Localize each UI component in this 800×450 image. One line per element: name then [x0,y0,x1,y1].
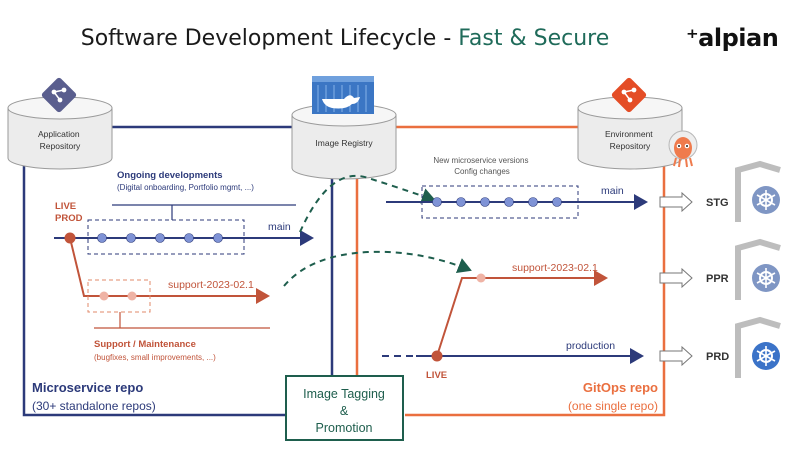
gitops-production-branch: production support-2023-02.1 LIVE [382,262,644,381]
new-versions-line1: New microservice versions [433,156,528,165]
live-prod-line2: PROD [55,213,83,224]
page-title: Software Development Lifecycle - Fast & … [0,26,690,51]
gitops-live-label: LIVE [426,370,447,381]
container-icon [312,76,374,114]
ms-support-label: support-2023-02.1 [168,279,254,291]
environment-repository: Environment Repository [577,77,698,170]
gitops-main-commit-1 [432,197,442,207]
deploy-arrow-stg [659,191,693,213]
gitops-main-commit-3 [480,197,490,207]
ongoing-developments: Ongoing developments (Digital onboarding… [87,170,296,255]
tagging-line3: Promotion [316,421,373,435]
gitops-main-commit-6 [552,197,562,207]
image-registry: Image Registry [291,76,397,180]
ms-main-label: main [268,221,291,233]
svg-text:New microservice versions: New microservice versions Config changes [433,156,530,176]
gitops-repo-frame [355,125,666,417]
ms-main-commit-5 [213,233,223,243]
image-registry-label: Image Registry [315,138,373,148]
svg-text:LIVE PROD: LIVE PROD [55,201,83,224]
application-repo-label-2: Repository [40,141,81,151]
ms-main-commit-2 [126,233,136,243]
title-main: Software Development Lifecycle - [80,26,459,51]
gitops-main-label: main [601,185,624,197]
promotion-arrow-support [283,250,472,287]
gitops-support-commit [476,273,486,283]
prd-environment-gate [735,316,781,378]
deploy-arrows [659,191,693,367]
ongoing-title: Ongoing developments [117,170,223,181]
argo-octopus-icon [668,130,698,168]
live-prod-line1: LIVE [55,201,76,212]
microservice-repo-frame [22,125,334,417]
gitops-main-branch: New microservice versions Config changes… [386,156,648,219]
git-icon-orange [611,77,647,113]
env-label-ppr: PPR [706,273,729,285]
ppr-environment-gate [735,238,781,300]
microservice-support-branch: LIVE PROD support-2023-02.1 Support / Ma… [55,201,270,362]
application-repo-label-1: Application [38,129,80,139]
tagging-line1: Image Tagging [303,387,385,401]
promotion-arrow-main [299,174,436,233]
microservice-repo-subtitle: (30+ standalone repos) [32,399,156,413]
ms-main-commit-1 [97,233,107,243]
production-label: production [566,340,615,352]
image-tagging-box: Image Tagging & Promotion [285,375,404,441]
tagging-line2: & [340,404,349,418]
gitops-main-commit-5 [528,197,538,207]
gitops-main-commit-2 [456,197,466,207]
svg-text:Environment Repository: Environment Repository [605,129,655,151]
environment-repo-label-2: Repository [610,141,651,151]
microservice-main-branch: main [54,221,314,246]
gitops-repo-title: GitOps repo [583,380,658,395]
support-subtitle: (bugfixes, small improvements, ...) [94,353,216,362]
deploy-arrow-ppr [659,267,693,289]
ms-main-commit-3 [155,233,165,243]
git-icon [41,77,77,113]
stg-environment-gate [735,160,781,222]
gitops-main-commit-4 [504,197,514,207]
svg-text:Application Repository: Application Repository [38,129,82,151]
new-versions-line2: Config changes [454,167,510,176]
ms-support-commit-2 [127,291,137,301]
environment-repo-label-1: Environment [605,129,653,139]
env-label-stg: STG [706,197,729,209]
gitops-repo-subtitle: (one single repo) [568,399,658,413]
env-label-prd: PRD [706,351,729,363]
gitops-live-commit [431,350,443,362]
ms-support-commit-1 [99,291,109,301]
live-prod-commit [64,232,76,244]
application-repository: Application Repository [7,77,113,170]
ongoing-subtitle: (Digital onboarding, Portfolio mgmt, ...… [117,183,254,192]
deploy-arrow-prd [659,345,693,367]
gitops-support-label: support-2023-02.1 [512,262,598,274]
title-accent: Fast & Secure [458,26,610,51]
support-title: Support / Maintenance [94,339,196,350]
ms-main-commit-4 [184,233,194,243]
microservice-repo-title: Microservice repo [32,380,143,395]
alpian-logo: ⁺alpian [686,24,779,52]
